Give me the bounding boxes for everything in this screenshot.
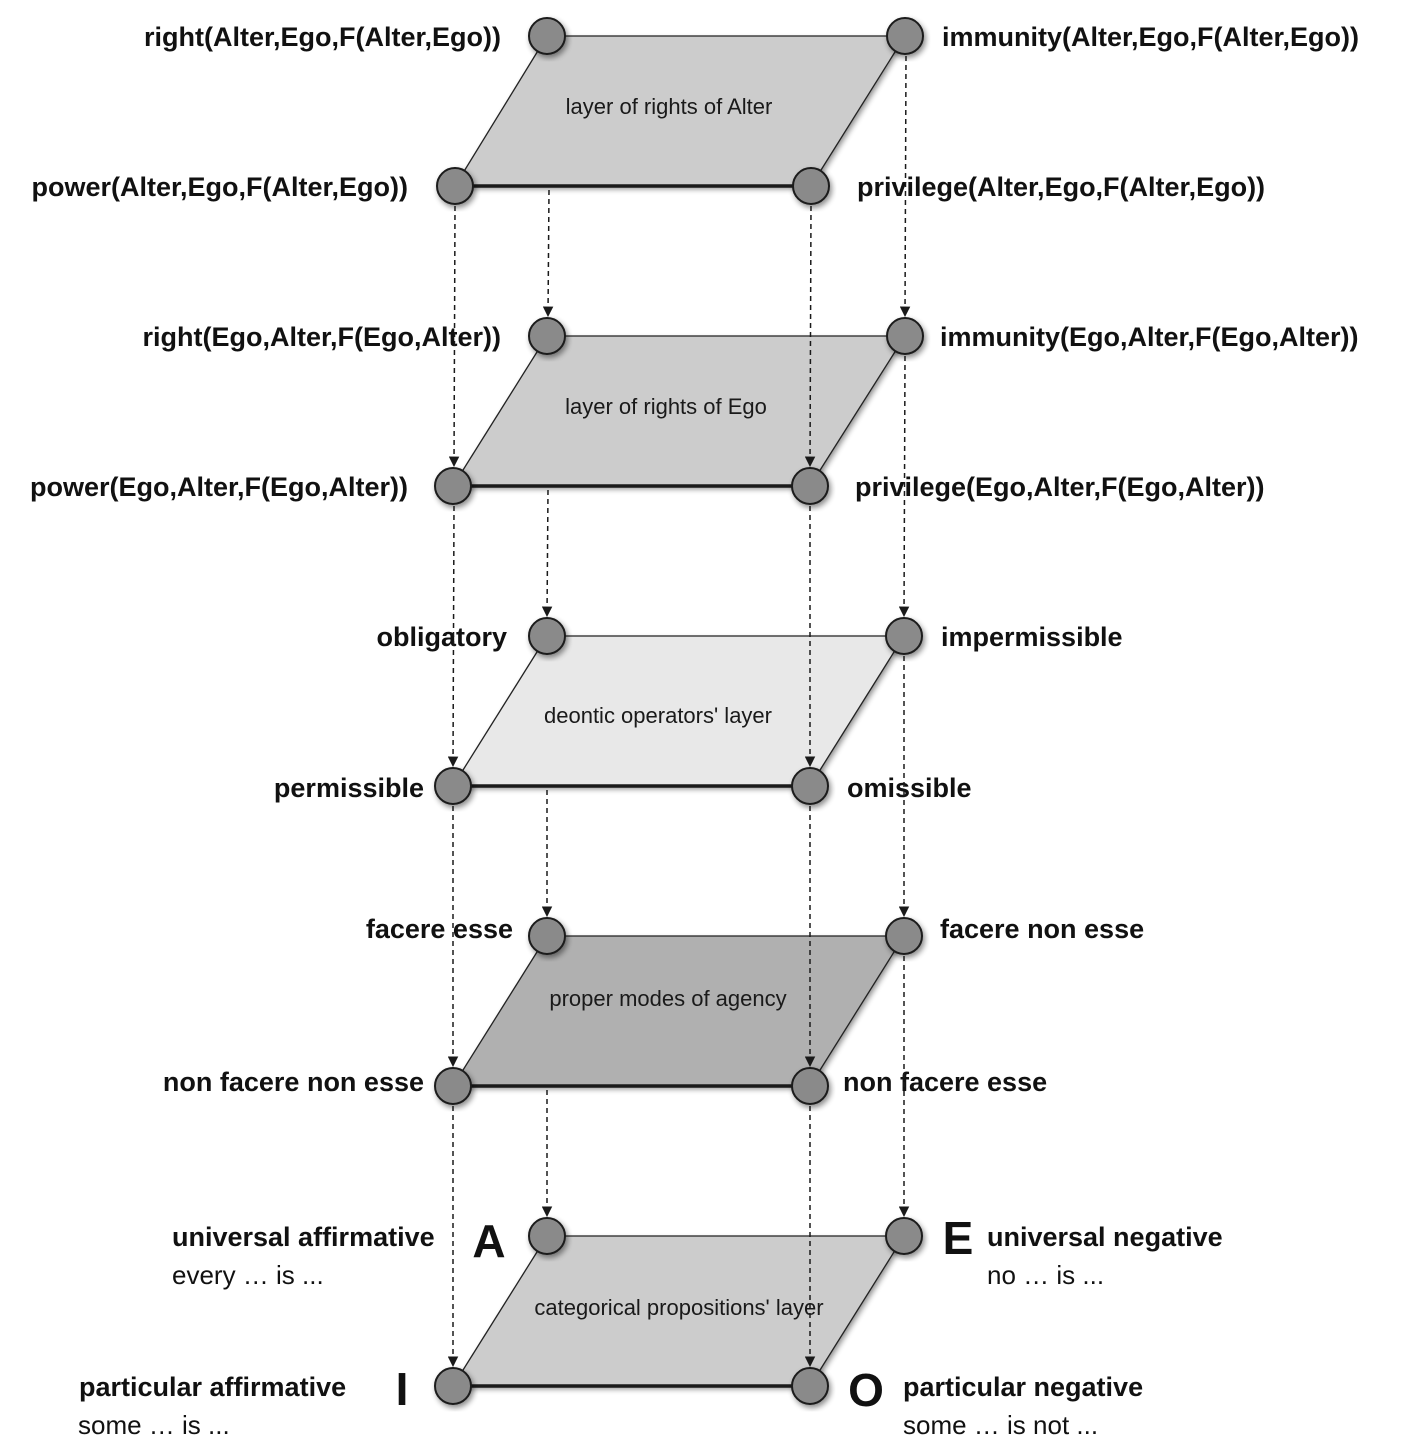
label-top-left: right(Ego,Alter,F(Ego,Alter)) [143,322,501,352]
layer-title: proper modes of agency [549,986,786,1011]
sublabel-top-right: no … is ... [987,1260,1104,1290]
arrow-left-column [447,505,459,768]
label-bottom-right: privilege(Alter,Ego,F(Alter,Ego)) [857,172,1265,202]
node-top-left [528,617,566,655]
left-edge [454,35,548,187]
label-bottom-left: power(Ego,Alter,F(Ego,Alter)) [30,472,408,502]
label-top-left: right(Alter,Ego,F(Alter,Ego)) [144,22,501,52]
node-bottom-right [791,767,829,805]
layer-plane [453,336,905,486]
node-top-right [886,317,924,355]
left-edge [452,335,548,487]
arrow-left-column [448,205,460,468]
letter-e: E [943,1212,974,1264]
label-top-right: universal negative [987,1222,1223,1252]
node-top-left [528,317,566,355]
layer-plane [455,36,905,186]
label-bottom-left: power(Alter,Ego,F(Alter,Ego)) [31,172,408,202]
label-top-right: impermissible [941,622,1123,652]
label-bottom-right: omissible [847,773,972,803]
label-bottom-left: non facere non esse [163,1067,424,1097]
left-edge [452,635,548,787]
layer-title: layer of rights of Alter [566,94,773,119]
label-top-left: obligatory [376,622,507,652]
node-top-right [885,617,923,655]
left-edge [452,935,548,1087]
node-top-left [528,17,566,55]
label-top-right: immunity(Ego,Alter,F(Ego,Alter)) [940,322,1359,352]
node-bottom-left [434,1367,472,1405]
label-bottom-left: particular affirmative [79,1372,346,1402]
node-bottom-left [434,767,472,805]
right-edge [810,35,906,187]
node-bottom-right [791,1367,829,1405]
node-bottom-right [791,1067,829,1105]
arrow-right-column [898,355,910,618]
right-edge [809,1235,905,1387]
layer-categorical-propositions: categorical propositions' layer A E I O … [78,1212,1223,1440]
label-top-left: universal affirmative [172,1222,435,1252]
sublabel-bottom-right: some … is not ... [903,1410,1098,1440]
layer-rights-of-ego: layer of rights of Ego right(Ego,Alter,F… [30,317,1359,505]
layer-deontic-operators: deontic operators' layer obligatory impe… [274,617,1123,805]
label-bottom-right: privilege(Ego,Alter,F(Ego,Alter)) [855,472,1265,502]
layer-title: deontic operators' layer [544,703,772,728]
left-edge [452,1235,548,1387]
node-bottom-left [436,167,474,205]
arrow-right-column [899,55,911,318]
node-top-right [886,17,924,55]
layer-plane [453,1236,904,1386]
right-edge [809,335,906,487]
layer-title: categorical propositions' layer [534,1295,823,1320]
node-top-left [528,1217,566,1255]
node-top-left [528,917,566,955]
layer-plane [453,636,904,786]
node-bottom-right [792,167,830,205]
label-top-left: facere esse [366,914,513,944]
sublabel-bottom-left: some … is ... [78,1410,230,1440]
node-bottom-left [434,1067,472,1105]
layer-rights-of-alter: layer of rights of Alter right(Alter,Ego… [31,17,1359,205]
right-edge [809,935,905,1087]
arrow-inner-right-column [804,205,816,468]
sublabel-top-left: every … is ... [172,1260,324,1290]
node-top-right [885,917,923,955]
node-bottom-left [434,467,472,505]
letter-a: A [472,1215,505,1267]
vertical-arrows [447,55,911,1368]
label-bottom-right: non facere esse [843,1067,1047,1097]
label-top-right: facere non esse [940,914,1144,944]
right-edge [809,635,905,787]
layer-title: layer of rights of Ego [565,394,767,419]
layer-modes-of-agency: proper modes of agency facere esse facer… [163,914,1144,1105]
label-bottom-left: permissible [274,773,424,803]
node-bottom-right [791,467,829,505]
arrow-inner-left-column [541,489,553,618]
label-bottom-right: particular negative [903,1372,1143,1402]
layer-plane [453,936,904,1086]
node-top-right [885,1217,923,1255]
letter-i: I [396,1363,409,1415]
arrow-inner-left-column [542,189,554,318]
letter-o: O [848,1364,884,1416]
label-top-right: immunity(Alter,Ego,F(Alter,Ego)) [942,22,1359,52]
